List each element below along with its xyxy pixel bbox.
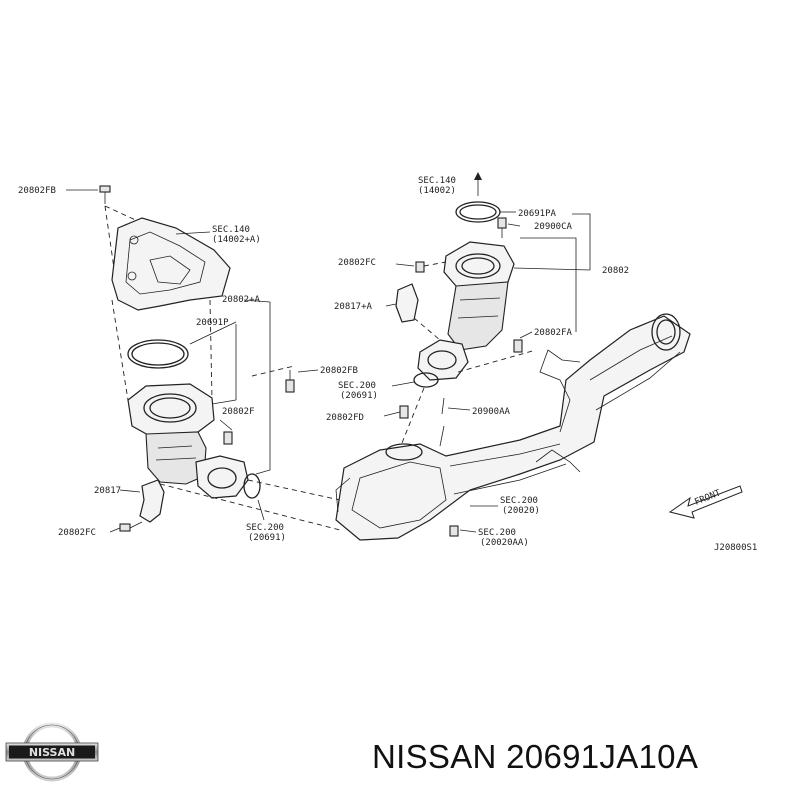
left-manifold-assembly bbox=[66, 185, 341, 533]
gasket-sec200-bottom bbox=[243, 473, 261, 499]
label-20802fa: 20802FA bbox=[534, 328, 573, 338]
label-20817: 20817 bbox=[94, 486, 121, 496]
label-20802: 20802 bbox=[602, 266, 629, 276]
label-sec200-mid-sub: (20691) bbox=[340, 391, 378, 401]
label-20817a: 20817+A bbox=[334, 302, 373, 312]
bracket-20817a bbox=[395, 283, 419, 323]
label-sec200-right-sub: (20020) bbox=[502, 506, 540, 516]
label-20691p: 20691P bbox=[196, 318, 229, 328]
left-catalytic-converter bbox=[145, 431, 207, 485]
bolt-20802fc-bottom bbox=[119, 521, 143, 532]
label-20900aa: 20900AA bbox=[472, 407, 511, 417]
front-pipe-assembly bbox=[335, 313, 691, 541]
bolt-20802fb-mid bbox=[285, 370, 295, 393]
bolt-20802fb-top bbox=[99, 185, 111, 204]
bolt-20802f bbox=[223, 431, 233, 445]
label-sec200-right: SEC.200 bbox=[500, 496, 538, 506]
label-sec200-bottom-sub: (20691) bbox=[248, 533, 286, 543]
label-sec200-right2: SEC.200 bbox=[478, 528, 516, 538]
gasket-sec200-right bbox=[413, 372, 439, 388]
label-20691pa: 20691PA bbox=[518, 209, 557, 219]
label-sec140-top-sub: (14002) bbox=[418, 186, 456, 196]
heat-shield-left bbox=[111, 217, 231, 311]
label-20802f: 20802F bbox=[222, 407, 255, 417]
right-catalytic-converter bbox=[447, 281, 509, 351]
right-manifold-assembly bbox=[383, 172, 591, 449]
label-20802fc-bottom: 20802FC bbox=[58, 528, 96, 538]
front-direction-arrow: FRONT bbox=[668, 485, 743, 519]
label-20900ca: 20900CA bbox=[534, 222, 573, 232]
label-sec140-left-sub: (14002+A) bbox=[212, 235, 261, 245]
left-catalyst-flange bbox=[127, 383, 215, 437]
logo-text: NISSAN bbox=[29, 746, 75, 759]
front-exhaust-pipe bbox=[335, 315, 691, 541]
label-sec140-left: SEC.140 bbox=[212, 225, 250, 235]
nissan-logo: NISSAN bbox=[5, 722, 99, 782]
label-20802fd: 20802FD bbox=[326, 413, 364, 423]
label-sec200-bottom: SEC.200 bbox=[246, 523, 284, 533]
label-sec200-mid: SEC.200 bbox=[338, 381, 376, 391]
gasket-20691p bbox=[127, 339, 189, 369]
label-20802fb-top: 20802FB bbox=[18, 186, 56, 196]
bracket-20817 bbox=[139, 479, 165, 523]
label-20802fc-right: 20802FC bbox=[338, 258, 376, 268]
part-number-title: NISSAN 20691JA10A bbox=[372, 738, 699, 775]
drawing-code: J20800S1 bbox=[714, 543, 757, 553]
label-sec200-right2-sub: (20020AA) bbox=[480, 538, 529, 548]
label-20802fb-mid: 20802FB bbox=[320, 366, 358, 376]
label-20802a: 20802+A bbox=[222, 295, 261, 305]
label-sec140-top: SEC.140 bbox=[418, 176, 456, 186]
